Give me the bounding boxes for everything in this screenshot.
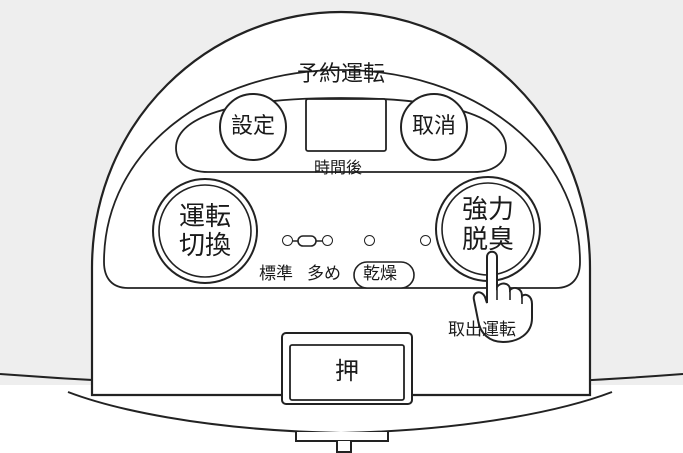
cancel-button-ring xyxy=(400,93,468,161)
mode-dot-bar xyxy=(297,235,317,247)
strong-deodorize-button[interactable]: 強力 脱臭 xyxy=(436,177,540,281)
mode-dry-label: 乾燥 xyxy=(363,264,397,284)
mode-standard-label: 標準 xyxy=(259,264,293,284)
deodorize-label-1: 強力 xyxy=(461,195,514,225)
pointing-hand-icon xyxy=(472,250,533,344)
set-button-ring xyxy=(219,93,287,161)
time-display xyxy=(305,98,387,152)
deodorize-label-2: 脱臭 xyxy=(461,225,514,255)
many-indicator xyxy=(322,235,333,246)
mode-many-label: 多め xyxy=(307,264,341,284)
dry-indicator xyxy=(364,235,375,246)
takeout-operation-label: 取出運転 xyxy=(448,320,516,340)
cancel-button[interactable]: 取消 xyxy=(401,94,467,160)
cancel-button-label: 取消 xyxy=(411,114,456,139)
bottom-latch xyxy=(336,441,352,453)
bottom-tab xyxy=(295,432,389,442)
mode-switch-label-1: 運転 xyxy=(178,202,231,232)
deodorize-indicator xyxy=(420,235,431,246)
dry-mode-oval xyxy=(353,261,415,289)
push-button[interactable]: 押 xyxy=(290,345,404,400)
reservation-title: 予約運転 xyxy=(297,62,386,87)
push-button-face xyxy=(289,344,405,401)
set-button-label: 設定 xyxy=(230,114,275,139)
mode-switch-label-2: 切換 xyxy=(178,231,231,261)
mode-button-inner xyxy=(158,184,252,278)
hours-after-label: 時間後 xyxy=(314,158,363,177)
push-button-label: 押 xyxy=(335,357,359,385)
mode-switch-button[interactable]: 運転 切換 xyxy=(153,179,257,283)
set-button[interactable]: 設定 xyxy=(220,94,286,160)
standard-indicator xyxy=(282,235,293,246)
